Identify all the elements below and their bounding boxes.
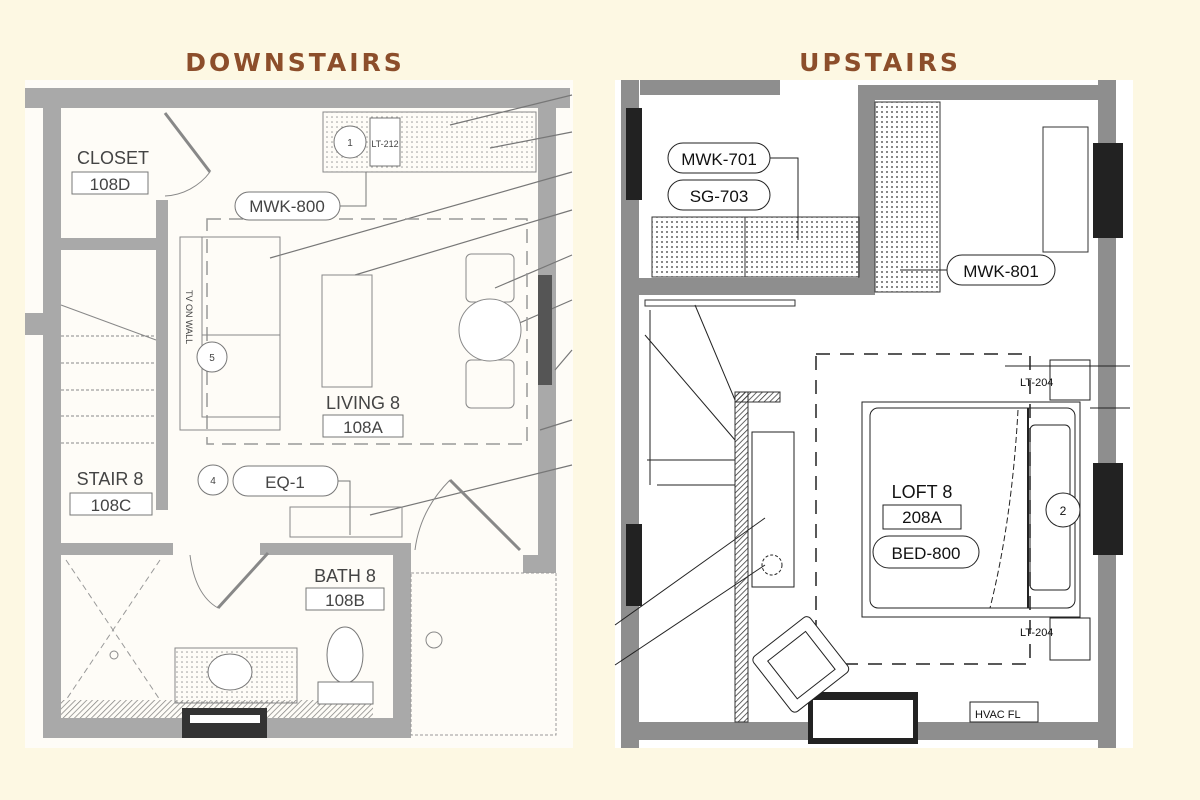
sg-703-tag: SG-703 bbox=[690, 187, 749, 206]
room-loft-name: LOFT 8 bbox=[892, 482, 953, 502]
eq-1-tag: EQ-1 bbox=[265, 473, 305, 492]
bed-800-tag: BED-800 bbox=[892, 544, 961, 563]
room-closet-name: CLOSET bbox=[77, 148, 149, 168]
marker-4: 4 bbox=[210, 476, 216, 487]
mwk-800-tag: MWK-800 bbox=[249, 197, 325, 216]
room-bath-number: 108B bbox=[325, 591, 365, 610]
room-living-number: 108A bbox=[343, 418, 383, 437]
room-stair-number: 108C bbox=[91, 496, 132, 515]
room-stair-name: STAIR 8 bbox=[77, 469, 144, 489]
walls bbox=[621, 80, 1116, 748]
hvac-fl-tag: HVAC FL bbox=[975, 709, 1021, 721]
upstairs-plan: MWK-701 SG-703 MWK-801 2 LT-204 LT bbox=[614, 80, 1133, 748]
mwk-701-tag: MWK-701 bbox=[681, 150, 757, 169]
armchair bbox=[752, 616, 850, 713]
stair-treads bbox=[644, 304, 736, 486]
walls bbox=[25, 88, 570, 738]
marker-5: 5 bbox=[209, 353, 215, 364]
upstairs-heading: UPSTAIRS bbox=[799, 48, 961, 77]
lt-212-tag: LT-212 bbox=[371, 139, 398, 149]
lt-204-top-tag: LT-204 bbox=[1020, 377, 1053, 389]
lt-204-bottom-tag: LT-204 bbox=[1020, 627, 1053, 639]
stair-treads bbox=[61, 335, 156, 444]
room-loft-number: 208A bbox=[902, 508, 942, 527]
downstairs-heading: DOWNSTAIRS bbox=[185, 48, 405, 77]
marker-1: 1 bbox=[347, 138, 353, 149]
wall-note: TV ON WALL bbox=[184, 290, 194, 344]
marker-2: 2 bbox=[1060, 504, 1067, 518]
room-living-name: LIVING 8 bbox=[326, 393, 400, 413]
downstairs-plan: 1 LT-212 5 TV ON WALL MWK-800 bbox=[25, 80, 573, 748]
room-closet-number: 108D bbox=[90, 175, 131, 194]
room-bath-name: BATH 8 bbox=[314, 566, 376, 586]
mwk-801-tag: MWK-801 bbox=[963, 262, 1039, 281]
